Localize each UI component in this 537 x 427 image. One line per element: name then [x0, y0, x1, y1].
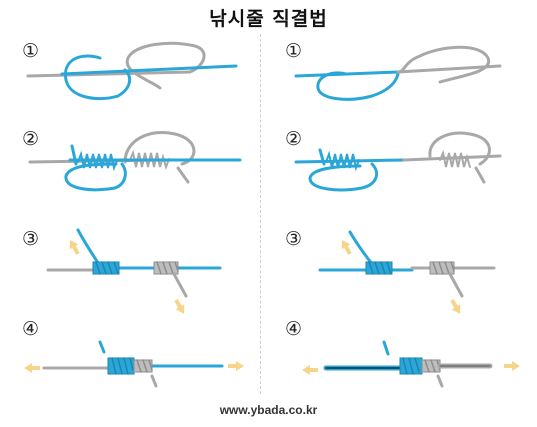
panel-divider	[260, 34, 261, 394]
right-step-3-illustration	[318, 230, 496, 317]
right-step-3-label: ③	[285, 228, 303, 250]
left-step-4-label: ④	[22, 318, 40, 340]
left-step-2-label: ②	[22, 128, 40, 150]
left-step-1-illustration	[26, 41, 238, 101]
page-title: 낚시줄 직결법	[209, 8, 328, 30]
left-step-3-illustration	[46, 228, 222, 317]
left-step-1-label: ①	[22, 40, 40, 62]
left-step-2-illustration	[28, 131, 242, 192]
left-step-3-label: ③	[22, 228, 40, 250]
right-step-4-illustration	[302, 340, 520, 388]
right-step-2-illustration	[294, 131, 502, 192]
right-step-4-label: ④	[285, 318, 303, 340]
right-step-2-label: ②	[285, 128, 303, 150]
right-step-1-label: ①	[285, 40, 303, 62]
right-step-1-illustration	[294, 45, 502, 101]
left-step-4-illustration	[24, 340, 244, 388]
footer-url: www.ybada.co.kr	[219, 403, 318, 417]
